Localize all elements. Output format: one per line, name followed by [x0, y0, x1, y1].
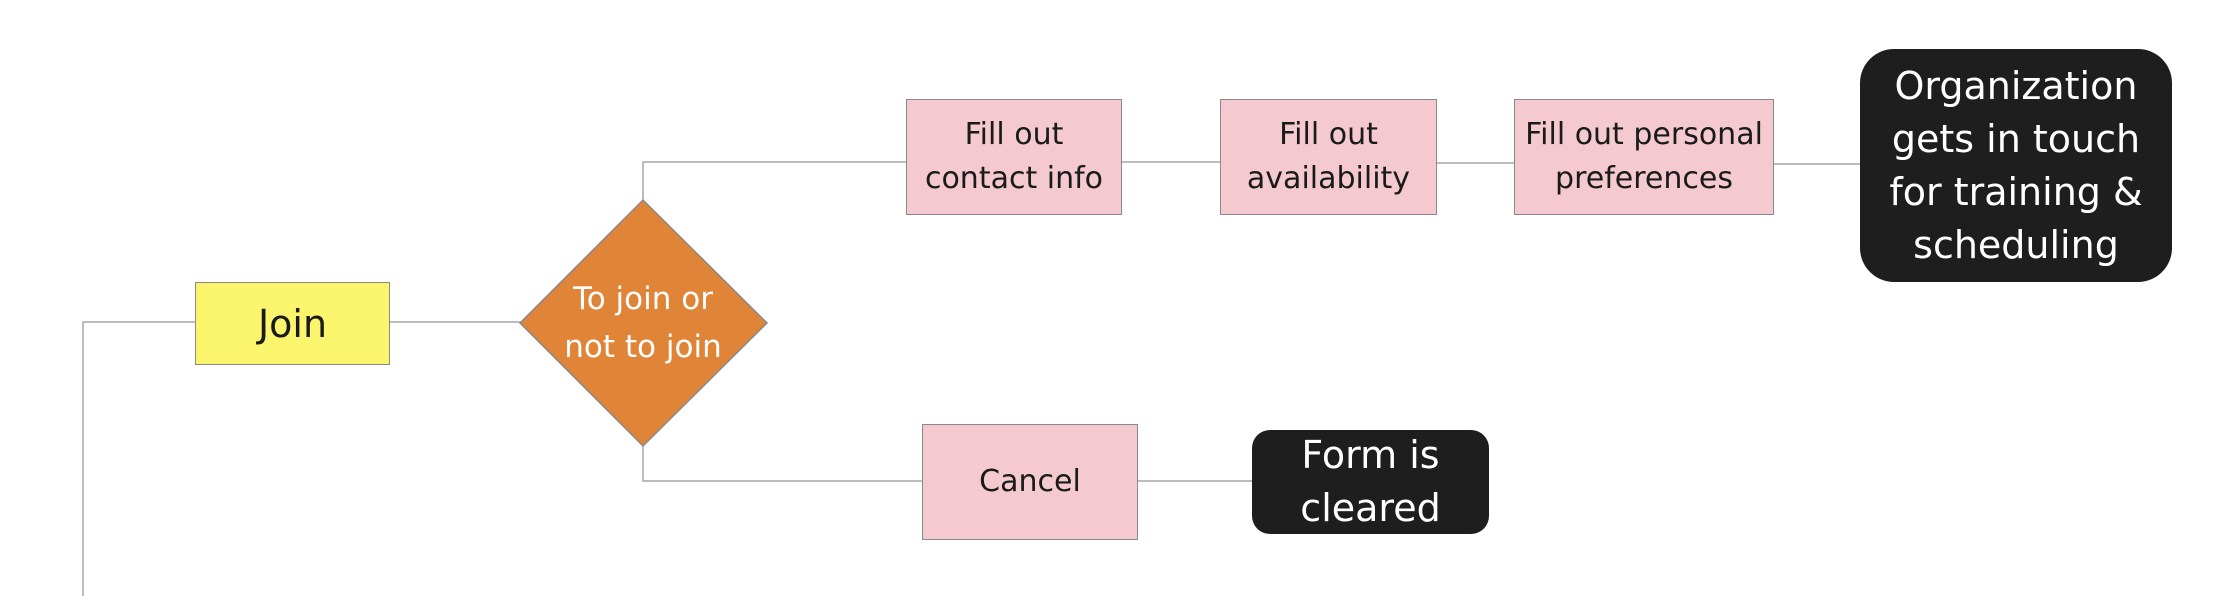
- contact-info-node[interactable]: Fill out contact info: [906, 99, 1122, 215]
- connector-entry: [82, 321, 195, 596]
- connector-decision-to-contact: [642, 161, 906, 200]
- form-cleared-node[interactable]: Form is cleared: [1252, 430, 1489, 534]
- connector-decision-to-cancel: [642, 446, 922, 482]
- decision-diamond: [518, 198, 769, 448]
- cancel-node[interactable]: Cancel: [922, 424, 1138, 540]
- availability-node[interactable]: Fill out availability: [1220, 99, 1437, 215]
- decision-label[interactable]: To join or not to join: [564, 281, 722, 365]
- preferences-node[interactable]: Fill out personal preferences: [1514, 99, 1774, 215]
- organization-node[interactable]: Organization gets in touch for training …: [1860, 49, 2172, 282]
- join-node[interactable]: Join: [195, 282, 390, 365]
